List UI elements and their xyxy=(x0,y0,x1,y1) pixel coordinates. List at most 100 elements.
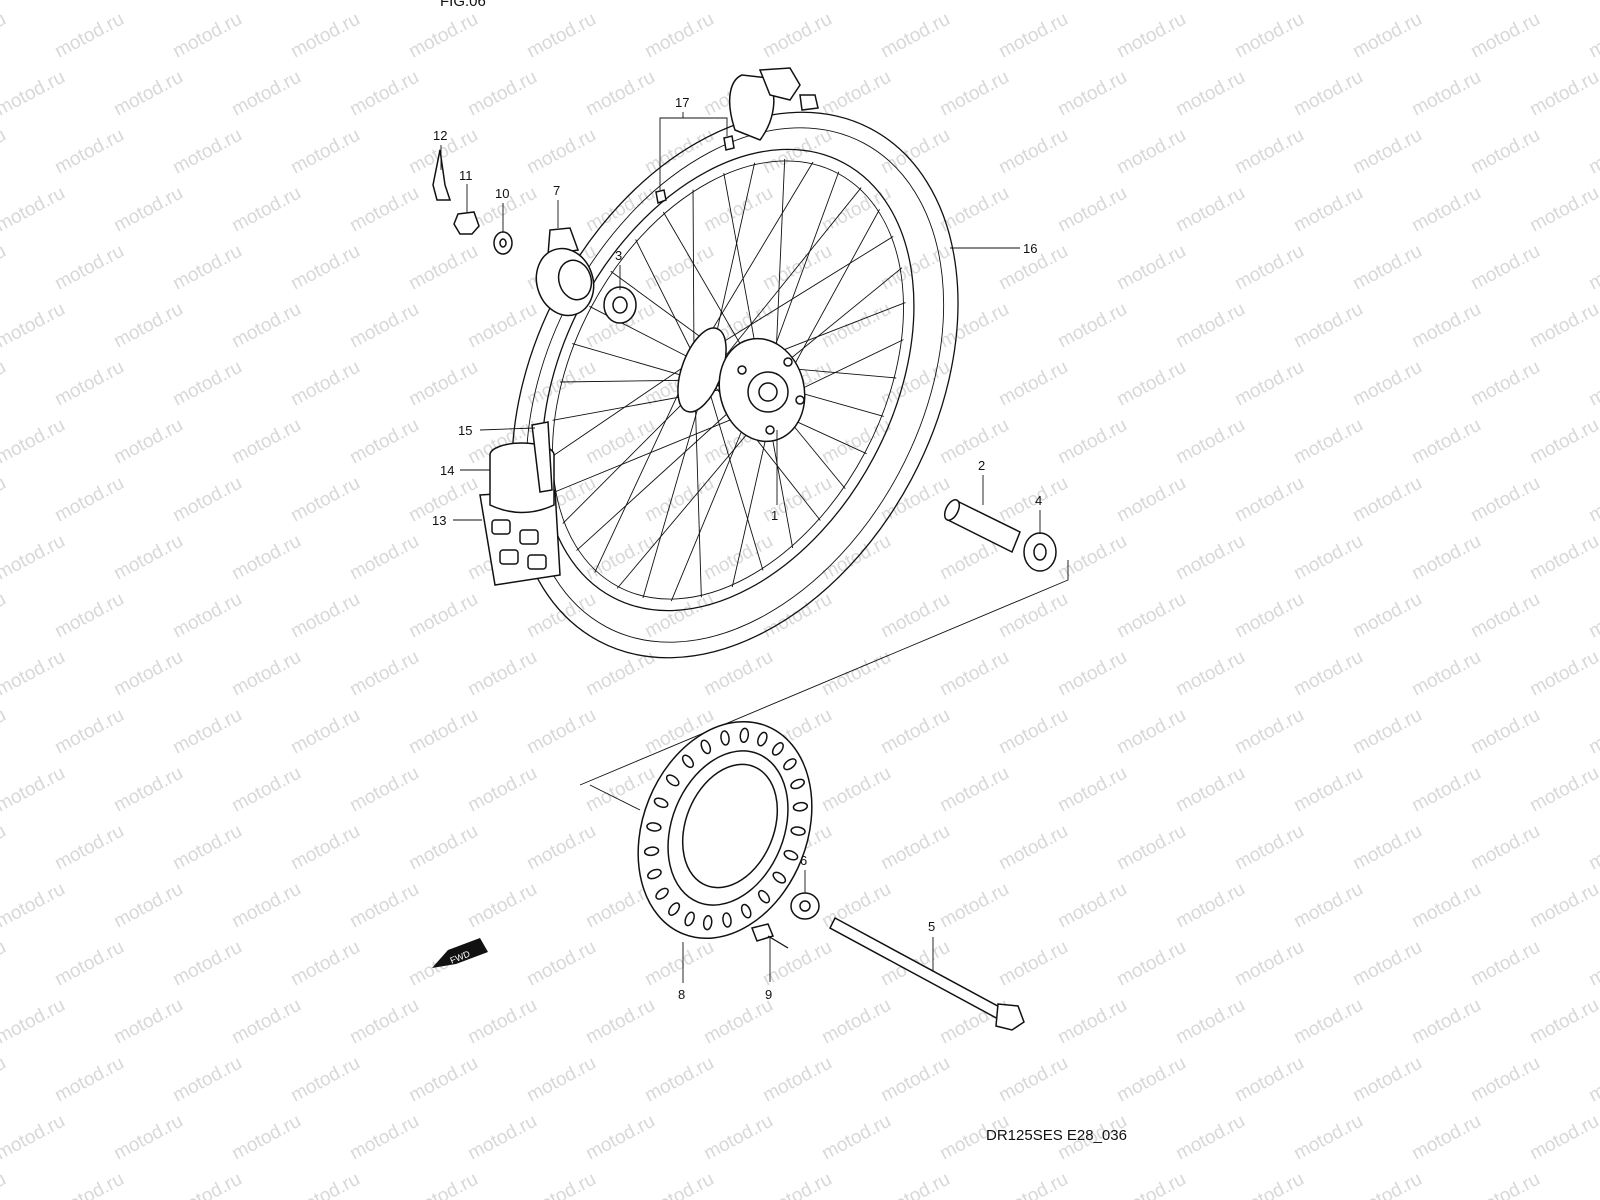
watermark-text: motod.ru xyxy=(1349,125,1425,179)
watermark-text: motod.ru xyxy=(287,705,363,759)
watermark-text: motod.ru xyxy=(1408,531,1484,585)
watermark-text: motod.ru xyxy=(0,183,69,237)
watermark-text: motod.ru xyxy=(1113,589,1189,643)
watermark-text: motod.ru xyxy=(1467,125,1543,179)
watermark-text: motod.ru xyxy=(287,1169,363,1200)
disk-vent-hole xyxy=(790,778,805,790)
watermark-text: motod.ru xyxy=(1054,531,1130,585)
axle-nut xyxy=(453,211,480,235)
wheel-assembly xyxy=(511,67,959,659)
watermark-text: motod.ru xyxy=(346,879,422,933)
watermark-text: motod.ru xyxy=(0,647,69,701)
watermark-text: motod.ru xyxy=(582,995,658,1049)
watermark-text: motod.ru xyxy=(464,879,540,933)
watermark-text: motod.ru xyxy=(1349,821,1425,875)
disk-vent-hole xyxy=(772,871,787,884)
watermark-text: motod.ru xyxy=(1290,183,1366,237)
watermark-text: motod.ru xyxy=(1585,705,1600,759)
watermark-text: motod.ru xyxy=(287,473,363,527)
watermark-text: motod.ru xyxy=(110,647,186,701)
washer-hole xyxy=(499,238,507,248)
disk-vent-hole xyxy=(668,902,681,916)
watermark-text: motod.ru xyxy=(110,879,186,933)
watermark-text: motod.ru xyxy=(1349,705,1425,759)
watermark-text: motod.ru xyxy=(936,647,1012,701)
watermark-text: motod.ru xyxy=(346,1111,422,1165)
watermark-text: motod.ru xyxy=(228,299,304,353)
watermark-text: motod.ru xyxy=(523,1053,599,1107)
watermark-text: motod.ru xyxy=(0,415,69,469)
rim-band-strip xyxy=(531,421,553,493)
watermark-text: motod.ru xyxy=(877,821,953,875)
bearing-part-3 xyxy=(603,286,637,324)
watermark-text: motod.ru xyxy=(51,357,127,411)
watermark-text: motod.ru xyxy=(1585,357,1600,411)
watermark-text: motod.ru xyxy=(877,589,953,643)
watermark-text: motod.ru xyxy=(1231,473,1307,527)
watermark-text: motod.ru xyxy=(1585,589,1600,643)
watermark-text: motod.ru xyxy=(1408,995,1484,1049)
watermark-text: motod.ru xyxy=(228,67,304,121)
watermark-text: motod.ru xyxy=(1349,241,1425,295)
disk-vent-hole xyxy=(722,912,732,928)
watermark-text: motod.ru xyxy=(346,531,422,585)
disk-vent-hole xyxy=(739,727,750,744)
callout-15: 15 xyxy=(458,423,472,438)
watermark-text: motod.ru xyxy=(287,357,363,411)
axle-shaft xyxy=(829,916,1006,1022)
disk-bolt-part xyxy=(750,923,789,949)
hub-bore xyxy=(758,382,778,402)
phantom-line-lower xyxy=(589,784,641,811)
watermark-text: motod.ru xyxy=(405,357,481,411)
watermark-text: motod.ru xyxy=(0,1111,69,1165)
figure-title-fragment: FIG.06 xyxy=(440,0,486,10)
watermark-text: motod.ru xyxy=(1290,0,1366,4)
watermark-text: motod.ru xyxy=(1349,589,1425,643)
diagram-code: DR125SES E28_036 xyxy=(986,1127,1127,1144)
watermark-text: motod.ru xyxy=(1231,821,1307,875)
callout-11: 11 xyxy=(459,168,473,183)
watermark-text: motod.ru xyxy=(228,995,304,1049)
watermark-text: motod.ru xyxy=(110,415,186,469)
watermark-text: motod.ru xyxy=(1467,1053,1543,1107)
callout-12: 12 xyxy=(433,128,447,143)
disk-vent-hole xyxy=(720,730,730,746)
watermark-text: motod.ru xyxy=(1467,473,1543,527)
watermark-text: motod.ru xyxy=(464,647,540,701)
washer-part xyxy=(493,231,513,255)
watermark-text: motod.ru xyxy=(936,763,1012,817)
watermark-text: motod.ru xyxy=(700,0,776,4)
watermark-text: motod.ru xyxy=(818,995,894,1049)
watermark-text: motod.ru xyxy=(287,937,363,991)
disk-vent-hole xyxy=(655,887,669,900)
watermark-text: motod.ru xyxy=(995,705,1071,759)
spoke-nipple-a xyxy=(655,189,667,205)
watermark-text: motod.ru xyxy=(1585,9,1600,63)
watermark-text: motod.ru xyxy=(110,763,186,817)
watermark-text: motod.ru xyxy=(1408,647,1484,701)
callout-14: 14 xyxy=(440,463,454,478)
disk-vent-hole xyxy=(665,774,680,787)
watermark-text: motod.ru xyxy=(1585,937,1600,991)
watermark-text: motod.ru xyxy=(464,67,540,121)
watermark-text: motod.ru xyxy=(995,357,1071,411)
watermark-text: motod.ru xyxy=(1231,1169,1307,1200)
watermark-text: motod.ru xyxy=(759,1053,835,1107)
watermark-text: motod.ru xyxy=(877,1053,953,1107)
watermark-text: motod.ru xyxy=(818,0,894,4)
watermark-text: motod.ru xyxy=(523,821,599,875)
watermark-text: motod.ru xyxy=(1172,879,1248,933)
watermark-text: motod.ru xyxy=(1467,589,1543,643)
watermark-text: motod.ru xyxy=(1290,647,1366,701)
spoke xyxy=(550,359,695,458)
watermark-text: motod.ru xyxy=(1290,879,1366,933)
watermark-text: motod.ru xyxy=(877,125,953,179)
watermark-text: motod.ru xyxy=(818,67,894,121)
watermark-text: motod.ru xyxy=(1408,879,1484,933)
watermark-text: motod.ru xyxy=(1408,415,1484,469)
spoke xyxy=(705,379,764,571)
watermark-text: motod.ru xyxy=(1585,1169,1600,1200)
watermark-text: motod.ru xyxy=(1526,67,1600,121)
watermark-text: motod.ru xyxy=(51,125,127,179)
